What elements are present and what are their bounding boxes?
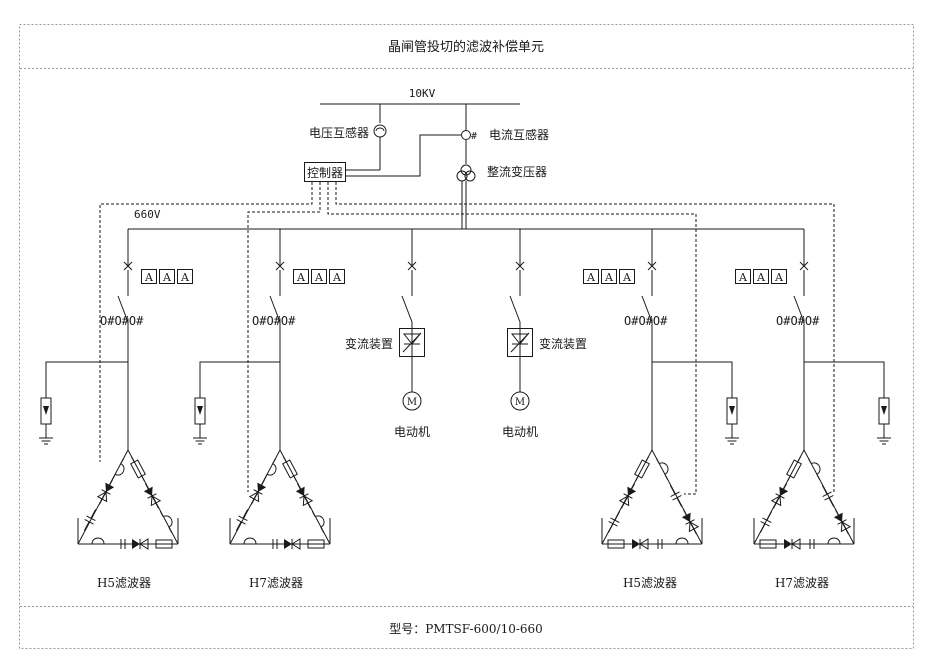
diagram-title: 晶闸管投切的滤波补偿单元 bbox=[388, 39, 544, 55]
control-line-3 bbox=[327, 182, 697, 495]
svg-text:A: A bbox=[162, 271, 172, 284]
ammeter-group-3: A A A bbox=[583, 269, 635, 284]
svg-text:A: A bbox=[180, 271, 190, 284]
ammeter-group-1: A A A bbox=[141, 269, 193, 284]
svg-text:A: A bbox=[314, 271, 324, 284]
motor-label-1: 电动机 bbox=[394, 425, 430, 439]
converter-label-2: 变流装置 bbox=[539, 336, 587, 351]
control-line-1 bbox=[99, 182, 313, 462]
rectifier-transformer-symbol bbox=[460, 164, 472, 176]
svg-text:A: A bbox=[622, 271, 632, 284]
converter-box-2 bbox=[507, 328, 533, 357]
motor-symbol-2 bbox=[510, 391, 530, 411]
svg-text:A: A bbox=[756, 271, 766, 284]
bus-660v-label: 660V bbox=[134, 208, 161, 221]
ct-group-2: O#O#O# bbox=[252, 314, 296, 328]
converter-label-1: 变流装置 bbox=[345, 336, 393, 351]
svg-text:#: # bbox=[471, 131, 477, 142]
svg-text:A: A bbox=[332, 271, 342, 284]
ct-group-4: O#O#O# bbox=[776, 314, 820, 328]
current-transformer-label: 电流互感器 bbox=[489, 127, 549, 142]
filter-triangle-1 bbox=[77, 449, 179, 550]
controller-label: 控制器 bbox=[307, 166, 343, 180]
model-number: 型号：PMTSF-600/10-660 bbox=[389, 622, 543, 636]
ct-group-3: O#O#O# bbox=[624, 314, 668, 328]
converter-box-1 bbox=[399, 328, 425, 357]
controller-box bbox=[304, 162, 346, 182]
filter-label-h7-right: H7滤波器 bbox=[775, 576, 829, 590]
filter-label-h5-right: H5滤波器 bbox=[623, 576, 677, 590]
voltage-transformer-label: 电压互感器 bbox=[309, 125, 369, 140]
filter-triangle-4 bbox=[753, 449, 855, 550]
svg-text:A: A bbox=[774, 271, 784, 284]
svg-text:M: M bbox=[407, 397, 417, 408]
svg-text:A: A bbox=[296, 271, 306, 284]
filter-triangle-3 bbox=[601, 449, 703, 550]
motor-label-2: 电动机 bbox=[502, 425, 538, 439]
outer-frame bbox=[19, 24, 914, 649]
ct-group-1: O#O#O# bbox=[100, 314, 144, 328]
control-line-2 bbox=[247, 182, 321, 492]
motor-symbol-1 bbox=[402, 391, 422, 411]
control-line-4 bbox=[335, 182, 835, 494]
svg-text:A: A bbox=[144, 271, 154, 284]
ammeter-group-2: A A A bbox=[293, 269, 345, 284]
svg-text:M: M bbox=[515, 397, 525, 408]
filter-label-h5-left: H5滤波器 bbox=[97, 576, 151, 590]
svg-text:A: A bbox=[586, 271, 596, 284]
svg-text:A: A bbox=[738, 271, 748, 284]
rectifier-transformer-label: 整流变压器 bbox=[487, 164, 547, 179]
filter-triangle-2 bbox=[229, 449, 331, 550]
filter-label-h7-left: H7滤波器 bbox=[249, 576, 303, 590]
svg-text:A: A bbox=[604, 271, 614, 284]
current-transformer-symbol bbox=[461, 130, 471, 140]
ammeter-group-4: A A A bbox=[735, 269, 787, 284]
bus-10kv-label: 10KV bbox=[409, 87, 436, 100]
